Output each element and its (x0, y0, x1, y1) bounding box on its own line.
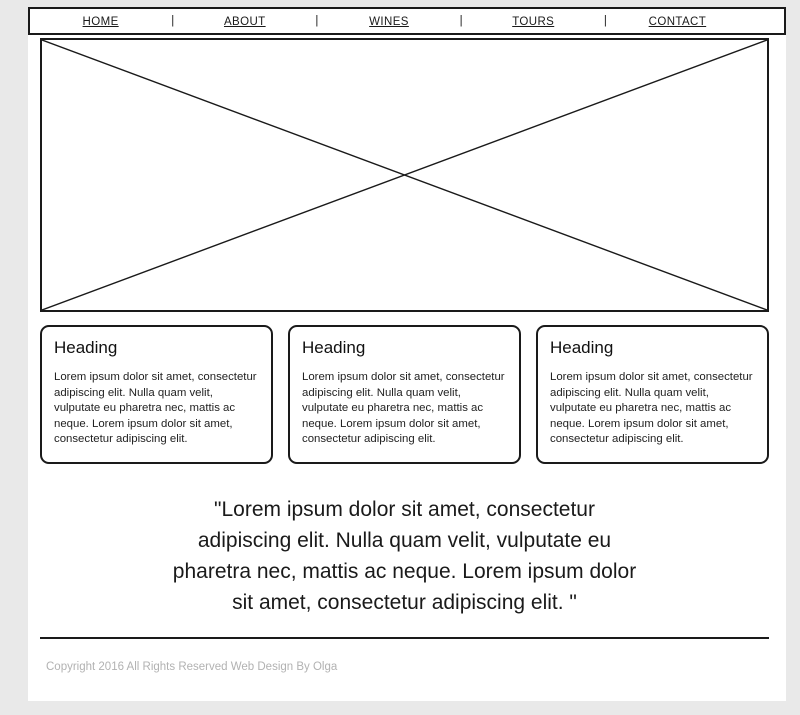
nav-cell-tours: TOURS (463, 12, 604, 30)
card-heading: Heading (550, 338, 614, 357)
quote-line: "Lorem ipsum dolor sit amet, consectetur (214, 497, 595, 521)
feature-card-3: Heading Lorem ipsum dolor sit amet, cons… (536, 325, 769, 464)
nav-link-home[interactable]: HOME (82, 16, 119, 28)
nav-cell-home: HOME (30, 12, 171, 30)
nav-cell-about: ABOUT (174, 12, 315, 30)
card-body-text: Lorem ipsum dolor sit amet, consectetur … (550, 371, 753, 445)
card-row: Heading Lorem ipsum dolor sit amet, cons… (40, 325, 769, 464)
nav-cell-wines: WINES (318, 12, 459, 30)
nav-cell-contact: CONTACT (607, 12, 748, 30)
top-nav: HOME | ABOUT | WINES | TOURS | CONTACT (28, 7, 786, 35)
copyright-text: Copyright 2016 All Rights Reserved Web D… (46, 660, 338, 673)
footer: Copyright 2016 All Rights Reserved Web D… (40, 661, 769, 673)
main-content: Heading Lorem ipsum dolor sit amet, cons… (28, 38, 786, 673)
nav-separator: | (603, 15, 607, 27)
testimonial-quote: "Lorem ipsum dolor sit amet, consectetur… (40, 494, 769, 618)
quote-line: sit amet, consectetur adipiscing elit. " (232, 590, 577, 614)
quote-line: adipiscing elit. Nulla quam velit, vulpu… (197, 528, 612, 552)
feature-card-2: Heading Lorem ipsum dolor sit amet, cons… (288, 325, 521, 464)
nav-separator: | (315, 15, 319, 27)
image-placeholder-x-icon (42, 40, 767, 310)
feature-card-1: Heading Lorem ipsum dolor sit amet, cons… (40, 325, 273, 464)
card-heading: Heading (302, 338, 366, 357)
nav-separator: | (459, 15, 463, 27)
page: HOME | ABOUT | WINES | TOURS | CONTACT H… (28, 7, 786, 701)
nav-link-wines[interactable]: WINES (369, 16, 409, 28)
card-body-text: Lorem ipsum dolor sit amet, consectetur … (302, 371, 505, 445)
footer-divider (40, 636, 769, 639)
hero-image-placeholder (40, 38, 769, 312)
nav-link-about[interactable]: ABOUT (223, 16, 266, 28)
card-heading: Heading (54, 338, 118, 357)
nav-link-contact[interactable]: CONTACT (648, 16, 707, 28)
quote-line: pharetra nec, mattis ac neque. Lorem ips… (172, 559, 637, 583)
nav-link-tours[interactable]: TOURS (512, 16, 555, 28)
card-body-text: Lorem ipsum dolor sit amet, consectetur … (54, 371, 257, 445)
nav-separator: | (171, 15, 175, 27)
